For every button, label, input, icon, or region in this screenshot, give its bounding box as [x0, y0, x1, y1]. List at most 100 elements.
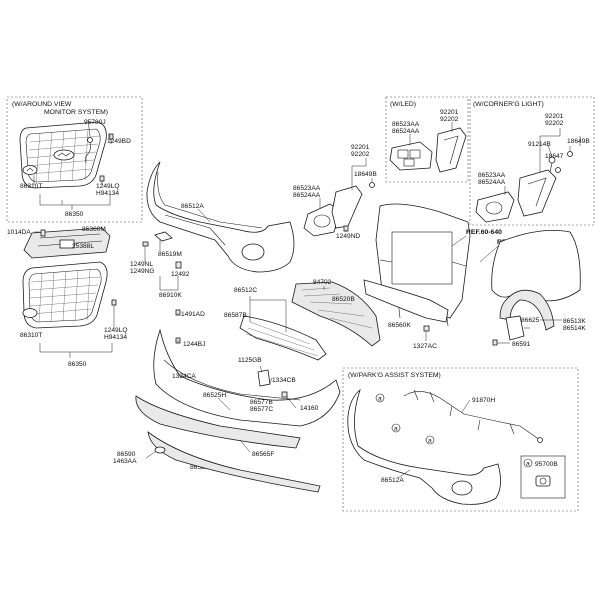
clip-14160 — [281, 391, 288, 398]
bumper-lower-grille-86512C — [239, 315, 327, 361]
tow-hook-cap-86590 — [154, 446, 166, 454]
label-92202-c: 92202 — [351, 151, 370, 158]
label-86523AA-m: 86523AA — [293, 185, 321, 192]
bumper-beam-86560K — [363, 279, 449, 323]
grille-emblem-a — [22, 165, 38, 175]
bumper-cover-parking-assist-86512A — [347, 388, 501, 505]
label-91870H: 91870H — [472, 397, 495, 404]
screw-1249BD — [108, 133, 114, 144]
label-86587B: 86587B — [224, 312, 247, 319]
bracket-1125GB — [257, 369, 271, 387]
parking-sensor-95700B — [535, 475, 551, 487]
camera-95780J — [84, 137, 93, 164]
label-14160: 14160 — [300, 405, 319, 412]
label-84702: 84702 — [313, 279, 332, 286]
clip-12492 — [175, 261, 182, 269]
energy-absorber-86520B — [291, 281, 381, 347]
label-86310T-b: 86310T — [20, 332, 42, 339]
fender-liner-86513K — [505, 315, 525, 341]
label-86524AA-led: 86524AA — [392, 128, 420, 135]
around-view-option-box — [6, 96, 143, 223]
callout-a-1: a — [375, 393, 385, 403]
callout-a-3: a — [425, 435, 435, 445]
clip-1014DA — [40, 229, 46, 237]
label-92201-c: 92201 — [351, 144, 370, 151]
label-86512C: 86512C — [234, 287, 257, 294]
label-86350-b: 86350 — [68, 361, 87, 368]
fog-lamp-cover-corner — [517, 169, 557, 217]
callout-a-legend: a — [523, 458, 533, 468]
label-86512A-a: 86512A — [181, 203, 204, 210]
around-view-box-title-line1: (W/AROUND VIEW — [12, 101, 72, 108]
label-92201-cl: 92201 — [545, 113, 564, 120]
label-86310T-a: 86310T — [20, 183, 42, 190]
label-95700B: 95700B — [535, 461, 558, 468]
label-86519M: 86519M — [158, 251, 182, 258]
fog-lamp-cover-led — [435, 127, 467, 173]
bolt-86591 — [492, 339, 498, 346]
corner-light-box-title: (W/CORNER'G LIGHT) — [473, 101, 544, 108]
label-1249LQ-a: 1249LQ — [96, 183, 119, 190]
led-option-box — [385, 96, 469, 183]
label-1249ND: 1249ND — [336, 233, 360, 240]
around-view-box-title-line2: MONITOR SYSTEM) — [44, 109, 108, 116]
radiator-grille-86350 — [22, 261, 108, 329]
label-86910K: 86910K — [159, 292, 182, 299]
label-1244BJ: 1244BJ — [183, 341, 205, 348]
ref-60-640: REF.60-640 — [466, 229, 502, 236]
label-H94134-b: H94134 — [104, 334, 127, 341]
fog-lamp-corner-86523AA — [475, 191, 515, 223]
label-92202-led: 92202 — [440, 116, 459, 123]
label-12492: 12492 — [171, 271, 190, 278]
svg-text:a: a — [428, 438, 432, 445]
parking-assist-box-title: (W/PARK'G ASSIST SYSTEM) — [348, 372, 441, 379]
label-1334CA: 1334CA — [172, 373, 196, 380]
grille-emblem-b — [22, 308, 38, 318]
label-1334CB: 1334CB — [272, 377, 296, 384]
wiring-harness-91870H — [403, 389, 543, 443]
label-86565F: 86565F — [252, 451, 274, 458]
label-25388L: 25388L — [72, 243, 94, 250]
front-fender — [491, 230, 581, 331]
svg-text:a: a — [526, 461, 530, 468]
label-86590: 86590 — [117, 451, 136, 458]
screw-1249LQ-a — [99, 175, 105, 185]
label-95780J: 95780J — [84, 119, 106, 126]
corner-light-option-box — [469, 96, 595, 226]
bolt-1327AC — [423, 325, 430, 332]
label-86577C: 86577C — [250, 406, 273, 413]
parking-assist-option-box — [342, 367, 579, 512]
label-1249NG: 1249NG — [130, 268, 155, 275]
label-18649B-c: 18649B — [567, 138, 590, 145]
label-1249NL: 1249NL — [130, 261, 153, 268]
label-86591: 86591 — [512, 341, 531, 348]
bulb-18649B-m — [369, 182, 375, 188]
label-86520B: 86520B — [332, 296, 355, 303]
lower-bumper-cover — [153, 328, 341, 427]
fog-lamp-86523AA — [303, 203, 341, 237]
label-18649B-m: 18649B — [354, 171, 377, 178]
bulb-18647 — [555, 167, 561, 173]
bracket-86519M — [142, 231, 173, 247]
led-box-title: (W/LED) — [390, 101, 416, 108]
sensor-95700B-box — [520, 455, 566, 499]
label-86525H: 86525H — [203, 392, 226, 399]
label-92202-cl: 92202 — [545, 120, 564, 127]
label-1249BD: 1249BD — [107, 138, 131, 145]
front-bumper-cover-86512A — [146, 161, 295, 273]
label-92201-led: 92201 — [440, 109, 459, 116]
label-86524AA-c: 86524AA — [478, 179, 506, 186]
label-1125GB: 1125GB — [238, 357, 262, 364]
label-1463AA: 1463AA — [113, 458, 137, 465]
label-H94134-a: H94134 — [96, 190, 119, 197]
radiator-grille-around-view — [19, 121, 107, 189]
bulb-18649B-c — [567, 151, 573, 157]
label-1327AC: 1327AC — [413, 343, 437, 350]
svg-text:a: a — [378, 396, 382, 403]
grille-upper-bracket-86360M — [23, 227, 111, 259]
label-86360M: 86360M — [82, 226, 106, 233]
label-86524AA-m: 86524AA — [293, 192, 321, 199]
label-86560K: 86560K — [388, 322, 411, 329]
label-86513K: 86513K — [563, 318, 586, 325]
label-18647: 18647 — [545, 153, 564, 160]
